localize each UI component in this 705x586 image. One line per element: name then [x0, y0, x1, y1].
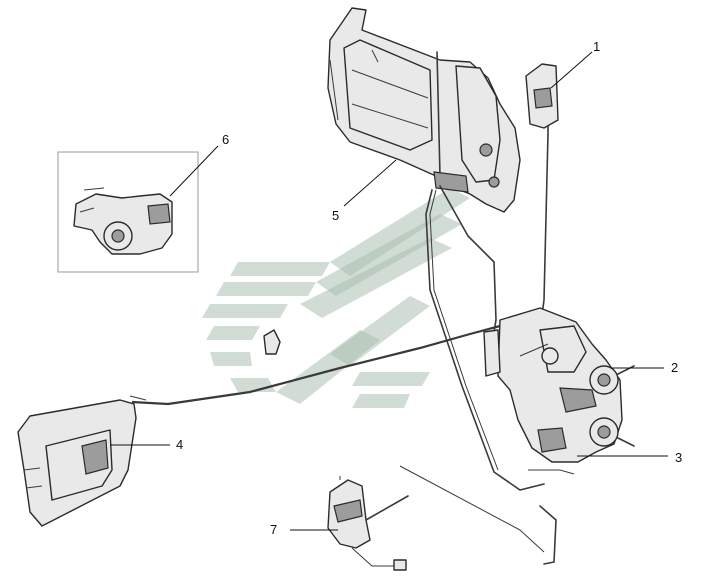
lock-cylinder	[73, 187, 173, 255]
callout-label: 3	[675, 450, 682, 465]
callout-label: 1	[593, 39, 600, 54]
callout-label: 2	[671, 360, 678, 375]
callout-label: 5	[332, 208, 339, 223]
callout-5: 5	[332, 159, 397, 223]
lock-cylinder-inset	[57, 151, 199, 273]
outside-handle-assembly	[327, 7, 521, 213]
inside-handle-cable	[129, 324, 501, 406]
lock-knob	[525, 63, 559, 129]
callout-4: 4	[110, 437, 183, 452]
watermark-logo	[202, 188, 470, 408]
rod-clip	[263, 329, 281, 355]
callout-7: 7	[270, 522, 338, 537]
inside-door-handle	[17, 399, 137, 527]
lock-actuator	[327, 465, 557, 571]
callout-label: 6	[222, 132, 229, 147]
callout-6: 6	[169, 132, 229, 197]
callout-1: 1	[550, 39, 600, 89]
callout-label: 7	[270, 522, 277, 537]
door-latch-assembly	[483, 307, 635, 475]
callout-3: 3	[577, 450, 682, 465]
callout-2: 2	[612, 360, 678, 375]
callout-label: 4	[176, 437, 183, 452]
